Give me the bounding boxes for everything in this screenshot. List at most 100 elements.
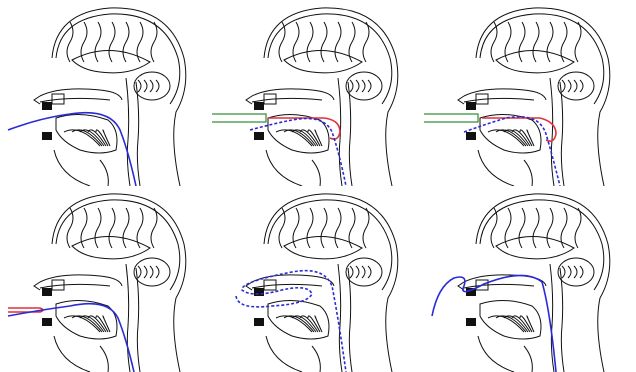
upper-lip-block [42, 102, 52, 110]
spinal-cord [136, 268, 140, 372]
jaw [54, 150, 90, 186]
panel-step-2 [212, 0, 424, 186]
head-diagram-svg [212, 0, 424, 186]
cerebellum-fold [368, 266, 371, 278]
cerebellum-fold [562, 80, 565, 92]
cerebellum-fold [562, 266, 565, 278]
palate [252, 98, 322, 102]
jaw [266, 150, 302, 186]
spinal-cord [560, 82, 564, 186]
brain-gyrus [321, 22, 327, 62]
cerebellum-fold [350, 266, 353, 278]
head-outline [458, 194, 610, 372]
palate [40, 98, 110, 102]
brain-gyrus [335, 208, 341, 248]
brain-gyrus [575, 208, 581, 248]
throat [100, 160, 108, 186]
insertion-sheath [212, 114, 266, 122]
brain-gyrus [547, 208, 553, 248]
feeding-tube [432, 275, 556, 372]
nose-tip [34, 282, 40, 290]
lower-lip-block [254, 318, 264, 326]
insertion-sheath [424, 114, 478, 122]
feeding-tube [8, 113, 136, 186]
cerebellum-fold [356, 266, 359, 278]
cerebellum-fold [150, 266, 153, 278]
lower-lip-block [42, 132, 52, 140]
cerebellum-fold [568, 80, 571, 92]
cerebellum-fold [144, 266, 147, 278]
throat [524, 346, 532, 372]
cerebellum-fold [138, 266, 141, 278]
palate [40, 284, 110, 288]
brain-gyrus [123, 208, 129, 248]
brain-gyrus [519, 22, 525, 62]
palate [464, 284, 534, 288]
jaw [266, 336, 302, 372]
brain-gyrus [109, 22, 115, 62]
head-outline [458, 8, 610, 186]
lower-lip-block [254, 132, 264, 140]
cerebellum-fold [368, 80, 371, 92]
cerebellum-fold [568, 266, 571, 278]
head-outline [34, 8, 186, 186]
brain-gyrus [363, 208, 369, 248]
brain-gyrus [533, 208, 539, 248]
brain-gyrus [321, 208, 327, 248]
brain-gyrus [307, 208, 313, 248]
brain-gyrus [519, 208, 525, 248]
cerebellum-fold [350, 80, 353, 92]
cerebellum-fold [362, 80, 365, 92]
cerebellum-fold [580, 266, 583, 278]
brain-gyrus [547, 22, 553, 62]
cerebellum-fold [356, 80, 359, 92]
nose-tip [34, 96, 40, 104]
cerebellum-fold [138, 80, 141, 92]
cerebellum [134, 72, 170, 100]
brain-gyrus [109, 208, 115, 248]
spinal-cord [348, 268, 352, 372]
cerebellum [558, 72, 594, 100]
cerebellum-fold [574, 80, 577, 92]
cerebellum [558, 258, 594, 286]
brain-gyrus [151, 22, 157, 62]
jaw [478, 150, 514, 186]
jaw [478, 336, 514, 372]
nose-tip [246, 96, 252, 104]
throat [100, 346, 108, 372]
jaw [54, 336, 90, 372]
head-outline [246, 194, 398, 372]
throat [312, 346, 320, 372]
panel-step-1 [0, 0, 212, 186]
cerebellum-fold [580, 80, 583, 92]
upper-lip-block [466, 102, 476, 110]
head-diagram-svg [424, 0, 636, 186]
upper-lip-block [42, 288, 52, 296]
palate [252, 284, 322, 288]
feeding-tube [250, 119, 346, 187]
brain-gyrus [151, 208, 157, 248]
cerebellum-fold [156, 80, 159, 92]
cerebellum [346, 72, 382, 100]
lower-lip-block [466, 132, 476, 140]
palate [464, 98, 534, 102]
brainstem [550, 264, 554, 372]
brain-gyrus [95, 208, 101, 248]
head-diagram-svg [424, 186, 636, 372]
nose-tip [458, 96, 464, 104]
head-outline [34, 194, 186, 372]
brain-gyrus [307, 22, 313, 62]
head-diagram-svg [212, 186, 424, 372]
brainstem [126, 78, 130, 186]
head-diagram-svg [0, 0, 212, 186]
brain-gyrus [575, 22, 581, 62]
brainstem [550, 78, 554, 186]
cerebellum-fold [362, 266, 365, 278]
cerebellum-fold [156, 266, 159, 278]
brain-gyrus [363, 22, 369, 62]
brain-gyrus [335, 22, 341, 62]
lower-lip-block [466, 318, 476, 326]
throat [524, 160, 532, 186]
cerebellum-fold [574, 266, 577, 278]
